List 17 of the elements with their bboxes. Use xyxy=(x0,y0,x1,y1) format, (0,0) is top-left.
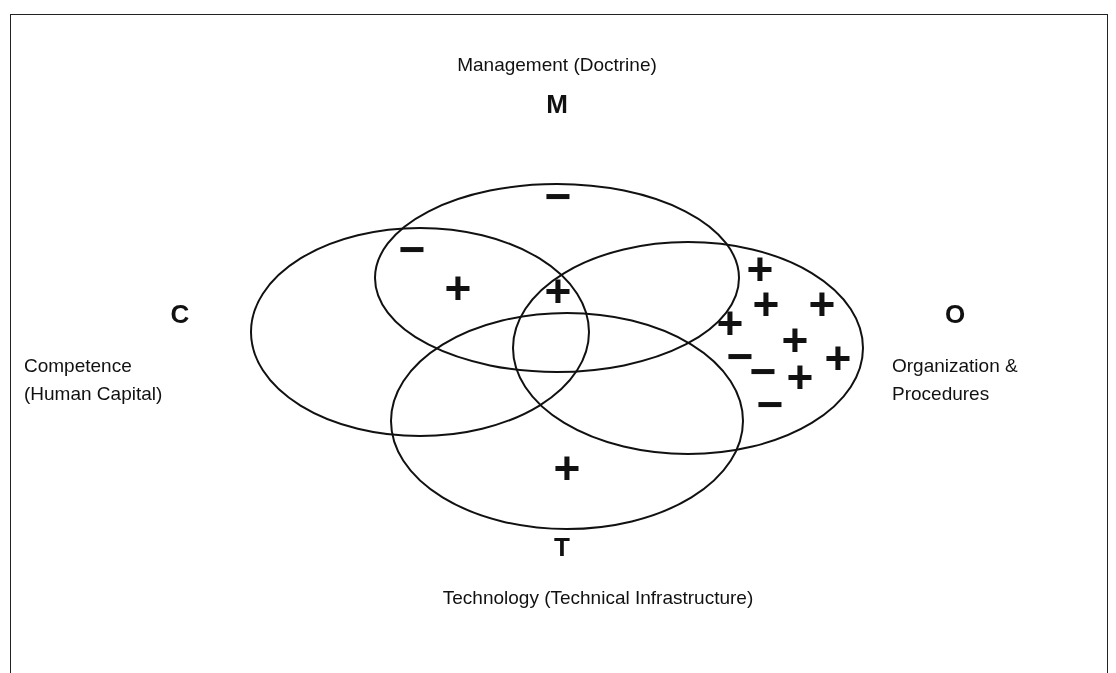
minus-sign: − xyxy=(544,173,572,219)
set-letter: M xyxy=(546,90,568,120)
set-description: Management (Doctrine) xyxy=(457,54,657,76)
minus-sign: − xyxy=(756,381,784,427)
set-description: Competence (Human Capital) xyxy=(24,354,164,406)
plus-sign: + xyxy=(544,268,572,314)
set-description: Organization & Procedures xyxy=(892,354,1019,406)
plus-sign: + xyxy=(553,445,581,491)
plus-sign: + xyxy=(716,300,744,346)
set-description: Technology (Technical Infrastructure) xyxy=(442,587,754,609)
minus-sign: − xyxy=(398,226,426,272)
set-letter: O xyxy=(944,300,966,330)
set-letter: T xyxy=(554,533,570,563)
plus-sign: + xyxy=(444,265,472,311)
plus-sign: + xyxy=(808,281,836,327)
plus-sign: + xyxy=(824,335,852,381)
set-letter: C xyxy=(170,300,190,330)
